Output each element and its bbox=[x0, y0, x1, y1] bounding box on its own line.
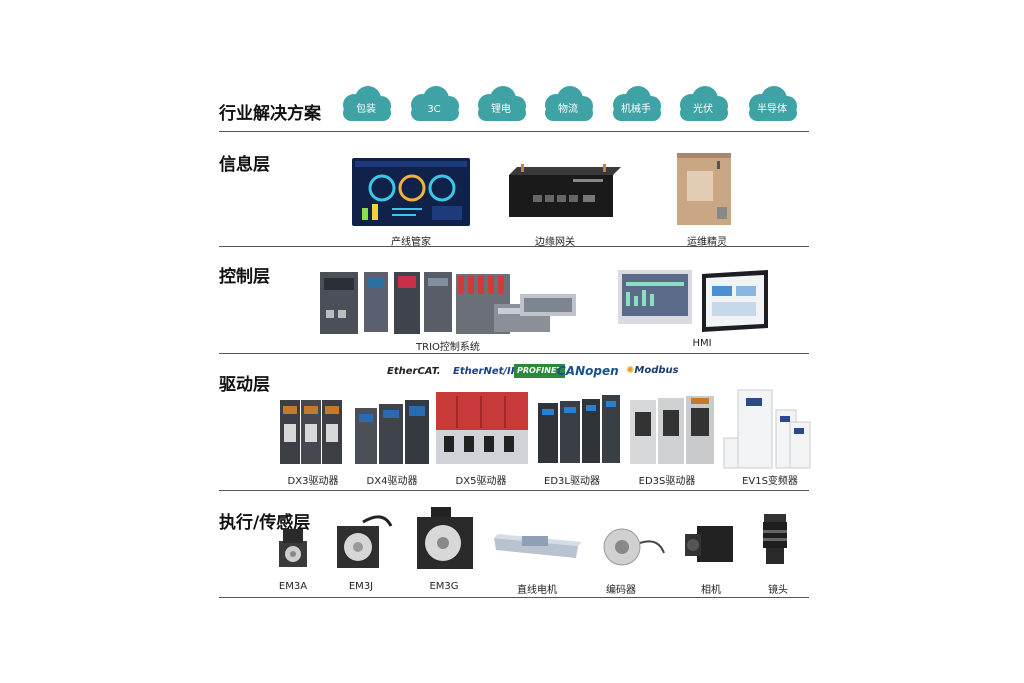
cloud-icon bbox=[411, 86, 459, 121]
industry-cloud: 物流 bbox=[536, 85, 600, 123]
item-caption: DX4驱动器 bbox=[366, 476, 418, 487]
item-caption: EM3G bbox=[429, 581, 459, 592]
industry-label: 锂电 bbox=[491, 104, 511, 115]
item-caption: EM3J bbox=[348, 581, 374, 592]
item-caption: 直线电机 bbox=[517, 585, 557, 596]
ethercat-logo: EtherCAT. bbox=[387, 366, 441, 377]
item-caption: TRIO控制系统 bbox=[416, 342, 480, 353]
item-caption: ED3L驱动器 bbox=[544, 476, 600, 487]
row-title-industry: 行业解决方案 bbox=[219, 104, 321, 124]
industry-label: 机械手 bbox=[621, 104, 651, 115]
profinet-logo: PROFINET bbox=[514, 364, 565, 378]
cloud-icon bbox=[613, 86, 661, 121]
industry-cloud: 光伏 bbox=[671, 85, 735, 123]
item-caption: EM3A bbox=[278, 581, 308, 592]
industry-cloud: 锂电 bbox=[469, 85, 533, 123]
industry-label: 物流 bbox=[558, 104, 578, 115]
canopen-logo: CANopen bbox=[557, 364, 619, 378]
industry-label: 光伏 bbox=[693, 104, 713, 115]
industry-cloud: 机械手 bbox=[604, 85, 668, 123]
row-title-control: 控制层 bbox=[219, 267, 270, 287]
row-title-actuator: 执行/传感层 bbox=[219, 513, 311, 533]
divider-line bbox=[219, 353, 809, 354]
industry-cloud: 半导体 bbox=[740, 85, 804, 123]
item-caption: 编码器 bbox=[606, 585, 636, 596]
modbus-label: Modbus bbox=[634, 365, 679, 376]
cloud-icon bbox=[545, 86, 593, 121]
item-caption: 相机 bbox=[701, 585, 721, 596]
item-caption: DX3驱动器 bbox=[287, 476, 339, 487]
industry-cloud: 包装 bbox=[334, 85, 398, 123]
modbus-logo: ✺Modbus bbox=[626, 365, 679, 376]
industry-cloud: 3C bbox=[402, 85, 466, 123]
cloud-icon bbox=[478, 86, 526, 121]
item-caption: 镜头 bbox=[768, 585, 788, 596]
industry-label: 包装 bbox=[356, 104, 376, 115]
divider-line bbox=[219, 490, 809, 491]
industry-label: 半导体 bbox=[757, 104, 787, 115]
divider-line bbox=[219, 131, 809, 132]
ethernet-ip-logo: EtherNet/IP bbox=[453, 366, 519, 377]
item-caption: 边缘网关 bbox=[535, 237, 575, 248]
modbus-icon: ✺ bbox=[626, 365, 635, 376]
row-title-info: 信息层 bbox=[219, 155, 270, 175]
item-caption: DX5驱动器 bbox=[455, 476, 507, 487]
cloud-icon bbox=[343, 86, 391, 121]
row-title-drive: 驱动层 bbox=[219, 375, 270, 395]
cloud-icon bbox=[749, 86, 797, 121]
item-caption: ED3S驱动器 bbox=[638, 476, 696, 487]
item-caption: 产线管家 bbox=[391, 237, 431, 248]
item-caption: 运维精灵 bbox=[687, 237, 727, 248]
item-caption: EV1S变频器 bbox=[742, 476, 798, 487]
industry-label: 3C bbox=[427, 104, 441, 115]
cloud-icon bbox=[680, 86, 728, 121]
item-caption: HMI bbox=[692, 338, 712, 349]
divider-line bbox=[219, 597, 809, 598]
divider-line bbox=[219, 246, 809, 247]
